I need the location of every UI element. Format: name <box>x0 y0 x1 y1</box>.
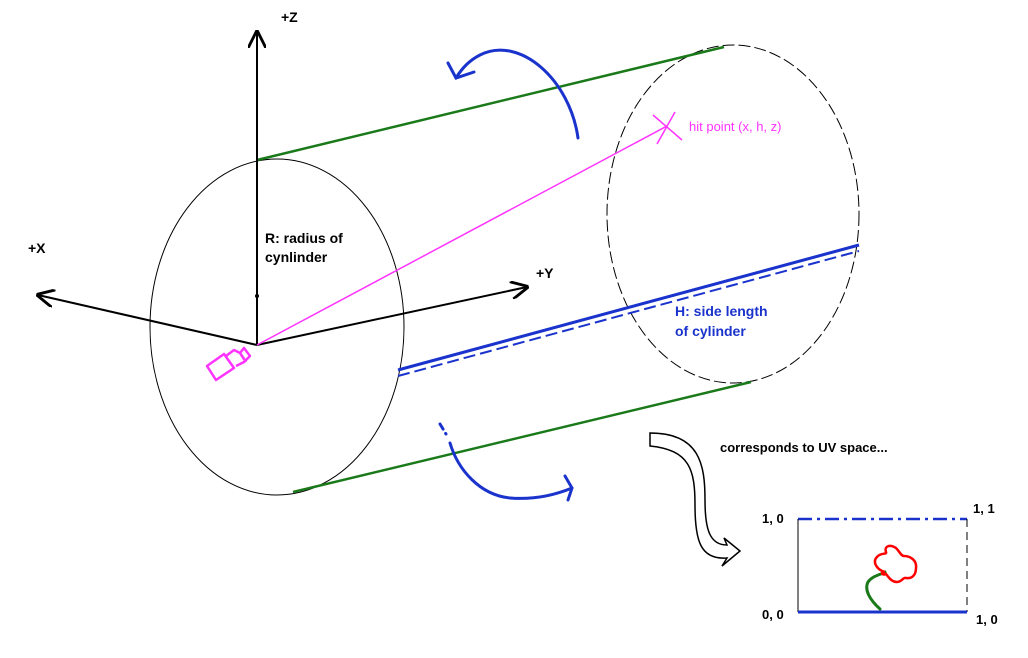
uv-label-bottom-left: 0, 0 <box>762 607 784 622</box>
cylinder-near-cap <box>149 158 405 496</box>
flower-petals <box>873 544 918 584</box>
hit-point-marker <box>652 111 683 145</box>
cylinder-far-cap <box>606 44 860 384</box>
x-axis <box>38 295 258 346</box>
y-axis-label: +Y <box>536 265 554 281</box>
flower-stem <box>865 570 887 611</box>
camera-icon <box>205 346 252 382</box>
radius-label-line1: R: radius of <box>265 230 343 246</box>
rotation-arrow-top <box>446 48 580 140</box>
radius-label-line2: cynlinder <box>265 249 328 265</box>
transition-arrow-icon <box>649 432 742 567</box>
side-length-dashed-line <box>397 250 860 377</box>
cylinder-bottom-edge <box>292 380 752 494</box>
side-length-label-line1: H: side length <box>675 303 768 319</box>
uv-label-top-left: 1, 0 <box>762 511 784 526</box>
side-length-line <box>397 243 860 372</box>
side-length-label-line2: of cylinder <box>675 323 746 339</box>
hit-point-label: hit point (x, h, z) <box>689 119 781 134</box>
hit-ray <box>256 125 668 346</box>
rotation-arrow-bottom <box>438 422 574 502</box>
cylinder-top-edge <box>256 45 725 162</box>
uv-caption: corresponds to UV space... <box>720 440 888 455</box>
radius-marker-dot <box>255 294 259 298</box>
uv-label-top-right: 1, 1 <box>973 501 995 516</box>
z-axis-label: +Z <box>281 9 298 25</box>
y-axis <box>256 287 527 346</box>
uv-label-bottom-right: 1, 0 <box>976 612 998 627</box>
x-axis-label: +X <box>28 240 46 256</box>
